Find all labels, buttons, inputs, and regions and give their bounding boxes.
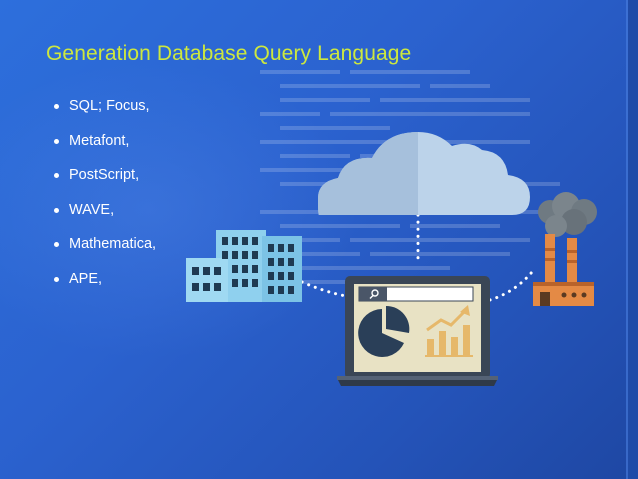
- bullet-item: PostScript,: [54, 165, 156, 200]
- bullet-dot: [54, 138, 59, 144]
- bullet-text: WAVE,: [69, 201, 115, 218]
- connection-lines: [300, 213, 534, 302]
- bullet-item: Metafont,: [54, 131, 156, 166]
- office-buildings-icon: [186, 230, 302, 302]
- bullet-item: Mathematica,: [54, 234, 156, 269]
- edge-highlight: [626, 0, 628, 479]
- bullet-text: Mathematica,: [69, 236, 157, 252]
- bullet-dot: [54, 207, 59, 213]
- bullet-item: WAVE,: [54, 200, 156, 235]
- bullet-dot: [54, 173, 59, 178]
- bullet-dot: [54, 104, 59, 109]
- bullet-list: SQL; Focus, Metafont, PostScript, WAVE, …: [54, 96, 156, 303]
- bullet-text: SQL; Focus,: [69, 98, 150, 114]
- bullet-dot: [54, 242, 59, 247]
- cloud-icon: [318, 132, 530, 215]
- bullet-item: SQL; Focus,: [54, 96, 156, 131]
- growth-chart-icon: [425, 305, 473, 357]
- bullet-text: PostScript,: [69, 167, 140, 183]
- search-bar: [358, 286, 474, 302]
- bullet-text: Metafont,: [69, 132, 130, 149]
- edge-bar: [628, 0, 638, 479]
- background-glow: [0, 60, 360, 360]
- search-icon: [369, 289, 379, 299]
- bullet-text: APE,: [69, 270, 103, 287]
- bullet-dot: [54, 276, 59, 282]
- slide-title: Generation Database Query Language: [46, 42, 412, 65]
- pie-chart-icon: [358, 305, 410, 357]
- factory-icon: [533, 192, 597, 306]
- bullet-item: APE,: [54, 269, 156, 304]
